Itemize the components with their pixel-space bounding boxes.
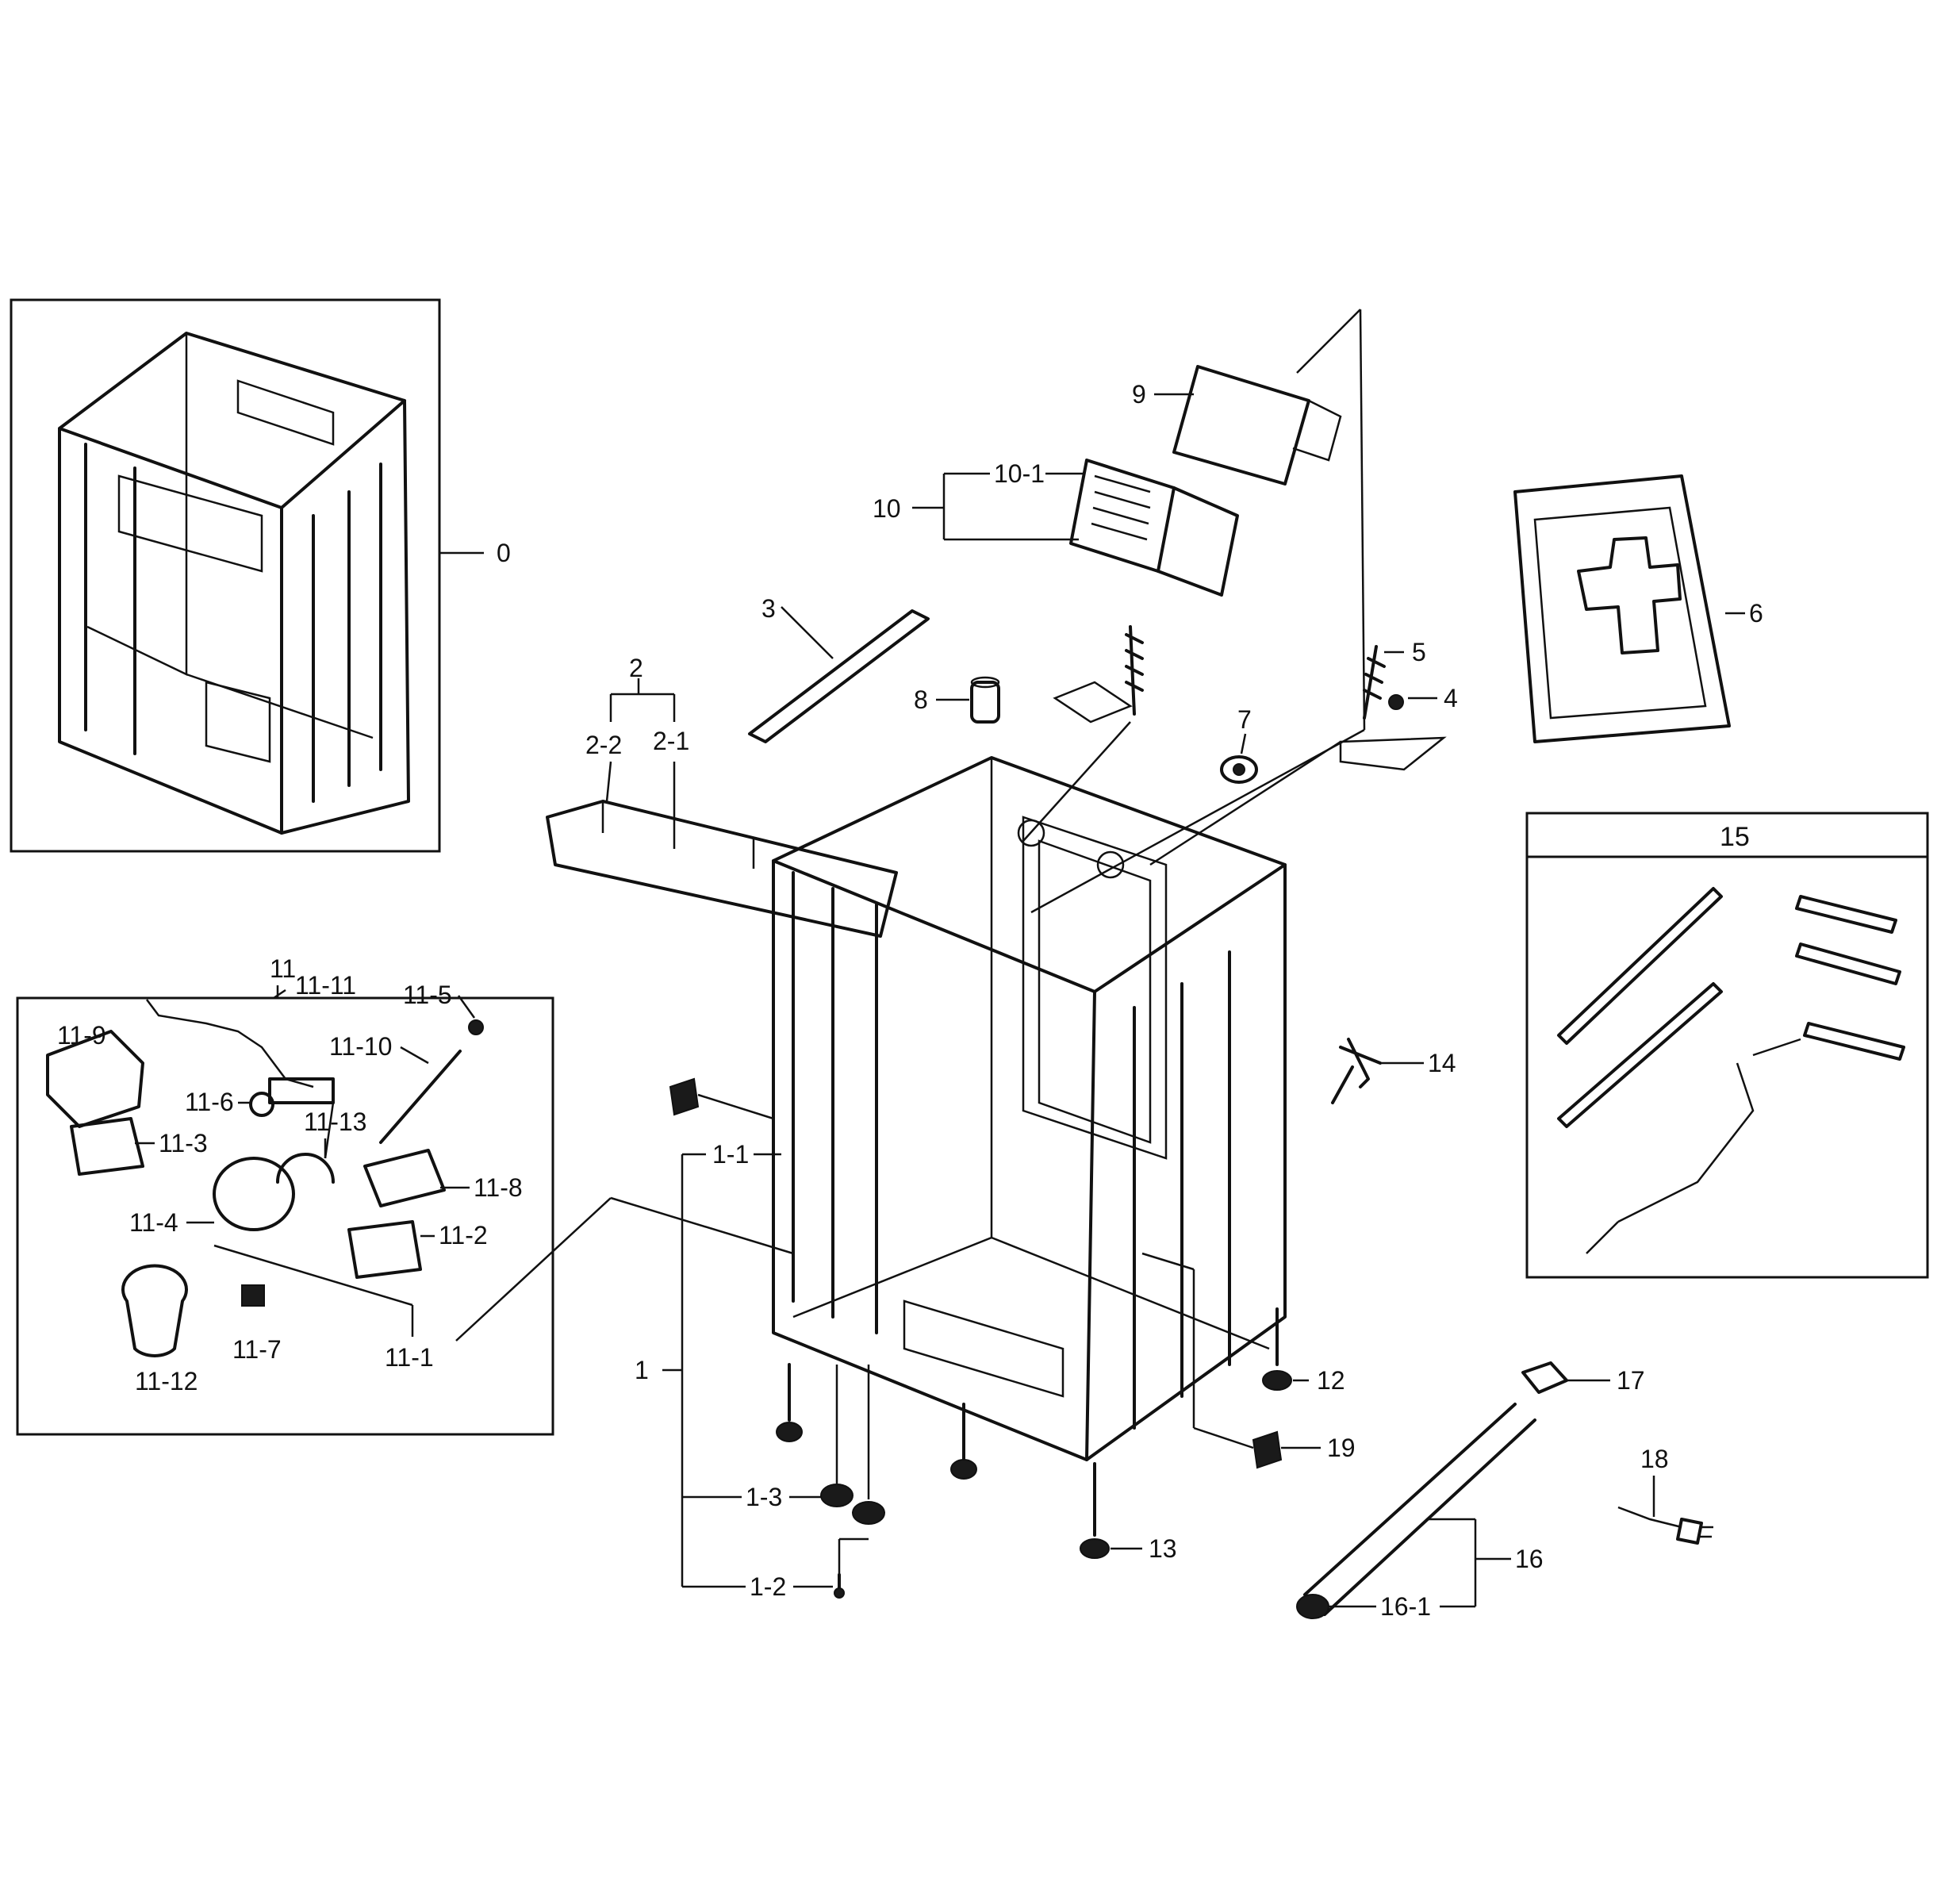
callout-2: 2 — [629, 654, 643, 682]
callout-11-8: 11-8 — [474, 1173, 523, 1202]
leader-pad-left — [697, 1093, 774, 1120]
part-13-leveling-foot — [1080, 1462, 1110, 1559]
callout-2-1: 2-1 — [653, 727, 689, 755]
leader-11-to-cabinet-2 — [610, 1196, 794, 1255]
part-6-gasket — [1513, 474, 1731, 743]
leader-spring-left — [1053, 681, 1133, 724]
leader-11-5 — [457, 995, 476, 1019]
part-19-pad — [1252, 1430, 1283, 1469]
callout-14: 14 — [1428, 1049, 1456, 1077]
leader-spring-left-down — [1022, 721, 1131, 842]
callout-2-2: 2-2 — [585, 731, 622, 759]
part-spring-left — [1125, 625, 1144, 716]
callout-3: 3 — [761, 594, 776, 623]
part-1-2-screw — [834, 1573, 845, 1599]
part-1-3-caps — [820, 1365, 885, 1575]
callout-10: 10 — [873, 494, 901, 523]
callout-11-13: 11-13 — [304, 1107, 366, 1136]
callout-1: 1 — [635, 1356, 649, 1384]
callout-11-10: 11-10 — [329, 1032, 392, 1061]
part-8-filter — [970, 676, 1000, 724]
part-foot-pad-left — [669, 1077, 700, 1116]
callout-11-11: 11-11 — [295, 971, 356, 1000]
part-7-cap — [1220, 755, 1258, 784]
leader-11-to-cabinet — [455, 1197, 612, 1342]
part-2-top-panel — [546, 800, 898, 938]
leader-7 — [1240, 733, 1247, 754]
callout-16: 16 — [1515, 1545, 1544, 1573]
callout-10-1: 10-1 — [994, 459, 1045, 488]
callout-1-2: 1-2 — [750, 1572, 786, 1601]
part-18-power-cord — [1617, 1506, 1713, 1545]
part-3-bracket — [748, 609, 930, 743]
callout-11-12: 11-12 — [135, 1367, 198, 1395]
callout-7: 7 — [1237, 705, 1252, 734]
callout-6: 6 — [1749, 599, 1763, 628]
callout-11-3: 11-3 — [159, 1129, 208, 1157]
part-10-housing — [1069, 459, 1239, 597]
callout-1-3: 1-3 — [746, 1483, 782, 1511]
leader-11-1-line — [213, 1244, 413, 1307]
cabinet-frame — [772, 756, 1287, 1461]
leader-19-top — [1141, 1252, 1195, 1271]
callout-13: 13 — [1149, 1534, 1177, 1563]
assembly-11-pump-group — [16, 996, 554, 1436]
callout-16-1: 16-1 — [1380, 1592, 1431, 1621]
callout-12: 12 — [1317, 1366, 1345, 1395]
leader-9-down — [1030, 728, 1365, 914]
callout-19: 19 — [1327, 1434, 1356, 1462]
callout-11-7: 11-7 — [232, 1335, 282, 1364]
part-14-leveling-leg — [1331, 1038, 1382, 1104]
callout-17: 17 — [1617, 1366, 1645, 1395]
callout-11-5: 11-5 — [403, 981, 452, 1009]
leader-19-connect — [1193, 1426, 1254, 1449]
part-foot-front-left — [776, 1363, 803, 1442]
part-15-wire-harness-kit — [1525, 812, 1929, 1279]
leader-9-right — [1359, 309, 1366, 731]
callout-0: 0 — [497, 539, 511, 567]
callout-11-6: 11-6 — [185, 1088, 234, 1116]
leader-4-box — [1339, 736, 1447, 771]
callout-11-9: 11-9 — [57, 1021, 106, 1050]
callout-18: 18 — [1640, 1445, 1669, 1473]
callout-4: 4 — [1444, 684, 1458, 712]
assembly-0-cabinet-complete — [10, 298, 441, 853]
part-9-pcb — [1172, 365, 1342, 486]
callout-11: 11 — [270, 954, 296, 983]
callout-11-4: 11-4 — [129, 1208, 178, 1237]
leader-3 — [781, 606, 834, 659]
leader-9-diag — [1296, 309, 1361, 374]
part-12-leveling-foot — [1262, 1307, 1292, 1391]
callout-11-2: 11-2 — [439, 1221, 488, 1250]
part-5-spring — [1363, 645, 1386, 720]
leader-11-11 — [273, 988, 286, 1000]
callout-1-1: 1-1 — [712, 1140, 749, 1169]
part-foot-front-center — [950, 1403, 977, 1480]
callout-8: 8 — [914, 685, 928, 714]
callout-15: 15 — [1720, 822, 1750, 852]
leader-11-10 — [400, 1046, 429, 1065]
callout-5: 5 — [1412, 638, 1426, 666]
callout-11-1: 11-1 — [385, 1343, 434, 1372]
leader-2-2 — [605, 761, 612, 802]
callout-9: 9 — [1132, 380, 1146, 409]
part-4-hook — [1388, 694, 1404, 710]
part-17-hose-end — [1521, 1361, 1568, 1394]
leader-4-down — [1149, 740, 1341, 866]
